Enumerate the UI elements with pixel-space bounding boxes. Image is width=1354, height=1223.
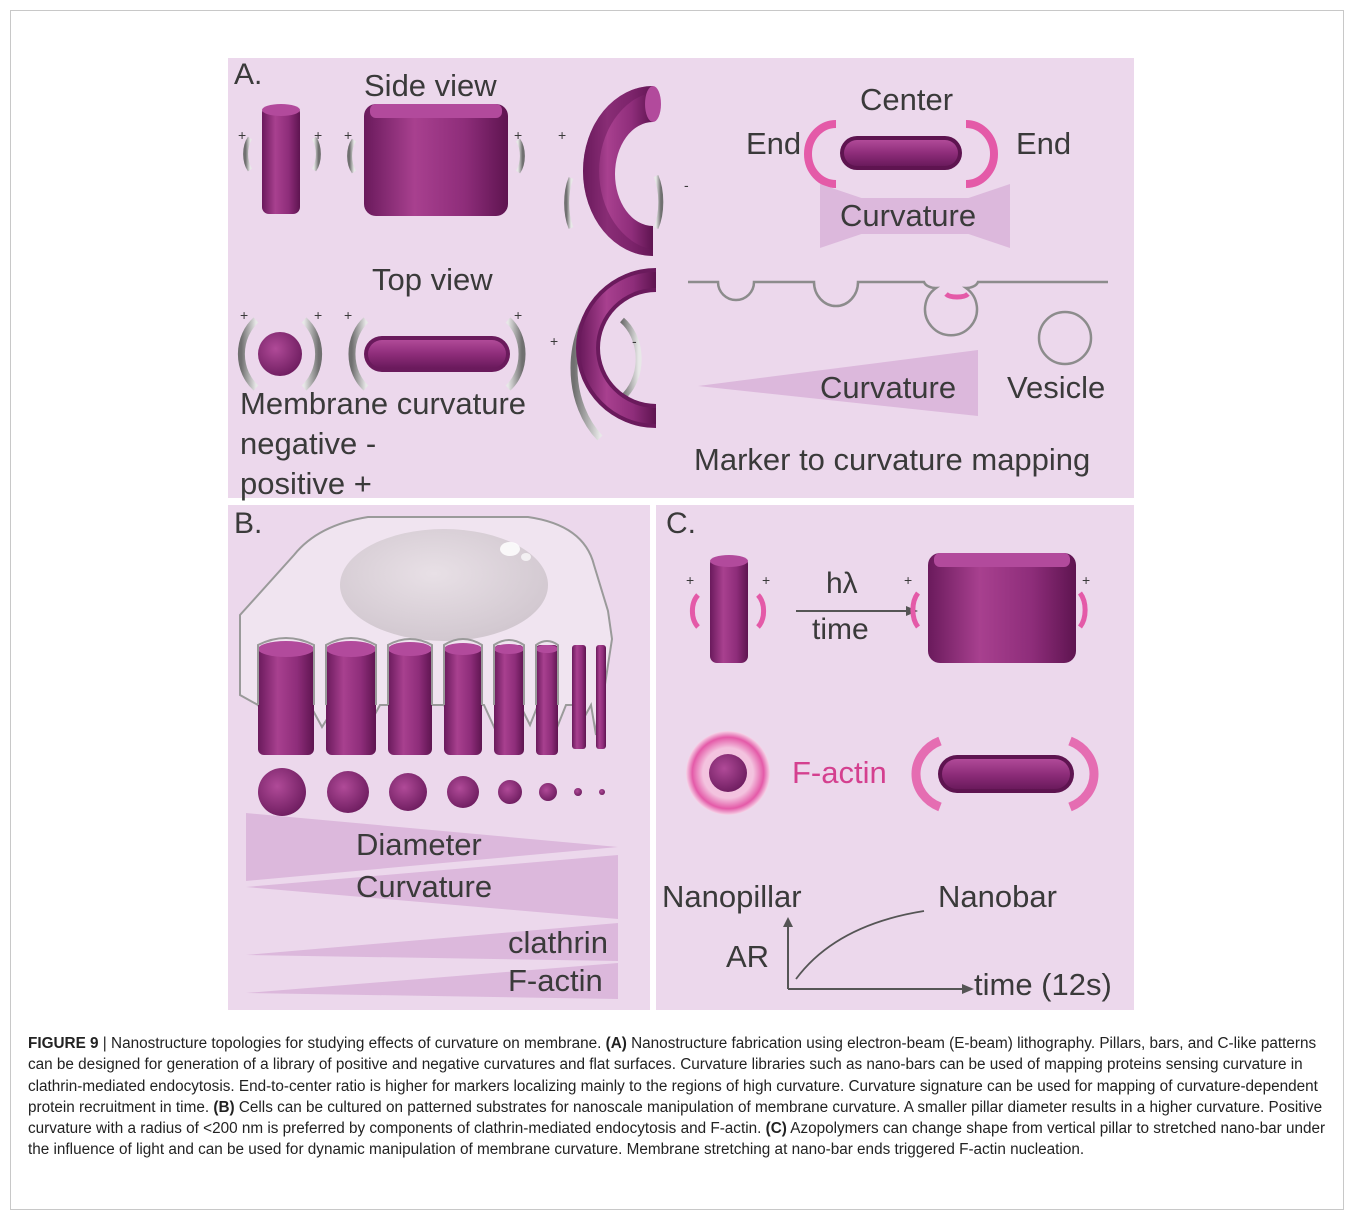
pillar-before-light <box>689 555 767 663</box>
caption-separator: | <box>98 1035 112 1052</box>
nanobar-label: Nanobar <box>938 879 1057 914</box>
plus-sign: + <box>238 127 247 143</box>
panel-c-letter: C. <box>666 507 696 540</box>
panel-b: B. Diameter Curvature clathrin F-actin <box>228 505 650 1010</box>
clathrin-label: clathrin <box>508 925 608 960</box>
clathrin-wedge <box>246 923 618 961</box>
ar-x-arrowhead <box>962 984 974 994</box>
pillar-dots <box>258 768 605 816</box>
pillar-side-view <box>243 104 321 214</box>
plus-sign: + <box>314 307 323 323</box>
membrane-wrap <box>257 637 559 705</box>
nucleus <box>340 529 548 641</box>
membrane-invagination-line <box>688 280 1108 337</box>
figure-caption: FIGURE 9 | Nanostructure topologies for … <box>28 1033 1328 1161</box>
bowtie-wedge-center <box>838 198 992 234</box>
plus-sign: + <box>558 127 567 143</box>
panel-a-letter: A. <box>234 58 263 91</box>
curvature-label: Curvature <box>356 869 493 904</box>
ar-y-arrowhead <box>783 917 793 927</box>
figure-frame <box>10 10 1344 1210</box>
centre-end-nanobar <box>804 120 998 188</box>
minus-sign: - <box>684 177 689 193</box>
top-view-label: Top view <box>372 262 493 297</box>
end-left-label: End <box>746 126 802 161</box>
curvature-wedge-label: Curvature <box>820 370 957 405</box>
pillar-top-view <box>237 317 323 391</box>
factin-bar-top <box>911 736 1099 812</box>
caption-c-label: (C) <box>765 1120 787 1138</box>
negative-label: negative - <box>240 426 377 461</box>
diameter-wedge <box>246 813 618 881</box>
plus-sign: + <box>344 307 353 323</box>
caption-b-label: (B) <box>213 1098 235 1116</box>
panel-a-artwork <box>237 86 1108 441</box>
vesicle-label: Vesicle <box>1007 370 1106 405</box>
panel-c-artwork <box>686 553 1099 994</box>
nucleus-highlight <box>500 542 520 556</box>
caption-a-text: Nanostructure fabrication using electron… <box>28 1035 1318 1116</box>
caption-intro: Nanostructure topologies for studying ef… <box>111 1035 606 1052</box>
plus-sign: + <box>1082 572 1091 588</box>
factin-label: F-actin <box>792 755 887 790</box>
time-label: time <box>812 613 869 646</box>
marker-mapping-label: Marker to curvature mapping <box>694 442 1091 477</box>
ar-label: AR <box>726 939 770 974</box>
c-shape-side-view <box>564 86 664 256</box>
vesicle-circle <box>1037 310 1093 366</box>
curvature-increasing-wedge <box>698 350 978 416</box>
plus-sign: + <box>314 127 323 143</box>
center-label: Center <box>860 82 954 117</box>
bar-side-view <box>347 104 525 216</box>
caption-b-text: Cells can be cultured on patterned subst… <box>28 1098 1323 1138</box>
c-shape-top-view <box>570 268 656 441</box>
curvature-wedge <box>246 855 618 919</box>
factin-wedge <box>246 963 618 999</box>
minus-sign: - <box>632 333 637 349</box>
end-right-label: End <box>1016 126 1072 161</box>
plus-sign: + <box>514 127 523 143</box>
diameter-label: Diameter <box>356 827 482 862</box>
positive-label: positive + <box>240 466 372 501</box>
panel-c: C. hλ time F-actin Nanopillar Nanobar AR… <box>656 505 1134 1010</box>
plus-sign: + <box>514 307 523 323</box>
pillar-array <box>258 641 606 755</box>
panel-b-artwork <box>239 516 618 999</box>
plus-sign: + <box>904 572 913 588</box>
h-lambda-label: hλ <box>826 567 858 600</box>
plus-sign: + <box>762 572 771 588</box>
bar-after-light <box>910 553 1088 663</box>
figure-label: FIGURE 9 <box>28 1035 99 1052</box>
time-12s-label: time (12s) <box>974 967 1112 1002</box>
invagination-neck-highlight <box>944 291 970 300</box>
ar-curve <box>795 910 925 980</box>
nucleus-highlight <box>521 553 531 561</box>
curvature-bowtie-label: Curvature <box>840 198 977 233</box>
plus-sign: + <box>240 307 249 323</box>
plus-sign: + <box>686 572 695 588</box>
factin-pillar-top <box>686 731 770 815</box>
plus-sign: + <box>550 333 559 349</box>
panel-a: A. Side view Top view Center End End Cur… <box>228 58 1134 501</box>
nanopillar-label: Nanopillar <box>662 879 802 914</box>
plus-sign: + <box>344 127 353 143</box>
bar-top-view <box>348 317 526 391</box>
membrane-curvature-label: Membrane curvature <box>240 386 527 421</box>
factin-label: F-actin <box>508 963 603 998</box>
panel-b-letter: B. <box>234 507 263 540</box>
caption-a-label: (A) <box>605 1035 627 1052</box>
caption-c-text: Azopolymers can change shape from vertic… <box>28 1120 1326 1159</box>
side-view-label: Side view <box>364 68 497 103</box>
